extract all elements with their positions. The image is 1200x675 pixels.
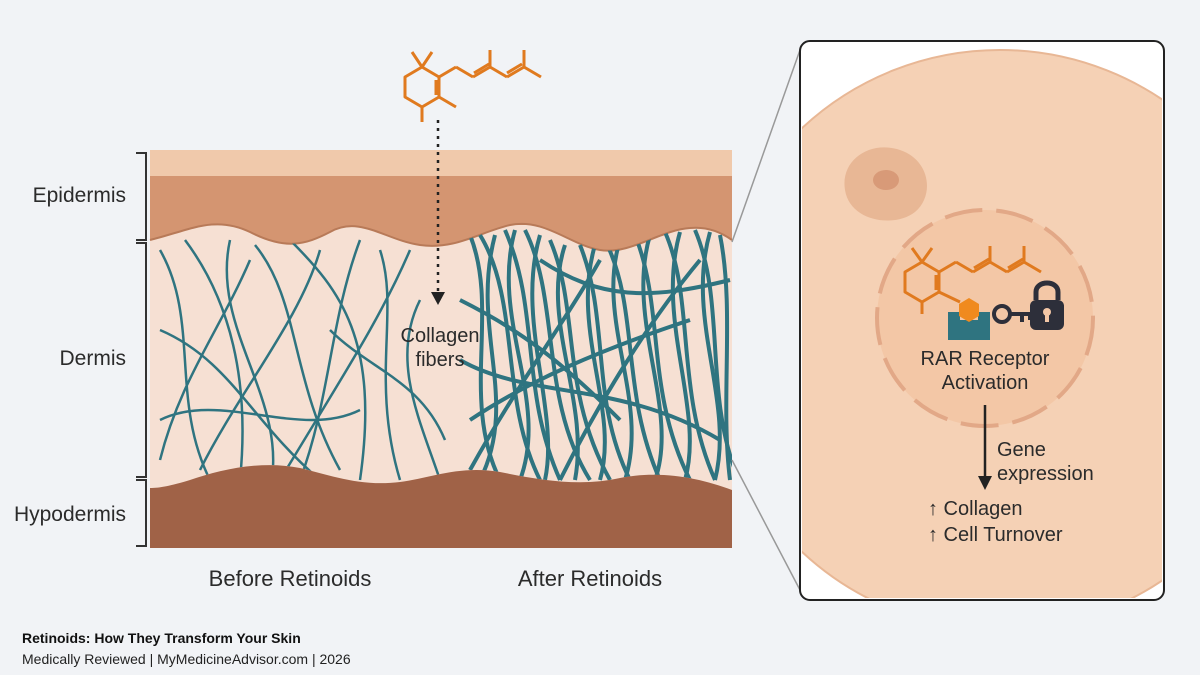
footer-title: Retinoids: How They Transform Your Skin <box>22 630 301 646</box>
dermis-top-line <box>149 222 733 252</box>
dermis-top-edge <box>150 223 732 251</box>
diffusion-arrowhead <box>431 292 445 305</box>
caption-before: Before Retinoids <box>208 566 372 591</box>
skin-cross-section <box>149 150 733 548</box>
zoom-connector-top <box>731 49 801 243</box>
receptor-label-line2: Activation <box>941 372 1029 394</box>
fibers-before <box>158 239 447 490</box>
cell-zoom-panel <box>799 40 1165 601</box>
label-epidermis: Epidermis <box>32 184 126 207</box>
label-hypodermis: Hypodermis <box>13 503 126 526</box>
collagen-annotation-line1: Collagen <box>400 325 480 347</box>
layer-brackets <box>136 152 147 547</box>
caption-after: After Retinoids <box>517 566 663 591</box>
zoom-connector-bottom <box>731 459 801 591</box>
gene-expression-arrowhead <box>978 476 992 490</box>
label-dermis: Dermis <box>59 347 127 370</box>
collagen-annotation-line2: fibers <box>415 349 465 371</box>
organelle-icon <box>844 147 927 221</box>
gene-expression-line1: Gene <box>997 439 1046 461</box>
fibers-after <box>459 229 732 482</box>
receptor-label-line1: RAR Receptor <box>920 348 1050 370</box>
hypodermis-layer <box>150 465 732 548</box>
padlock-icon <box>1030 280 1064 330</box>
retinoid-molecule-bound-icon <box>903 246 1042 314</box>
effect-collagen: ↑ Collagen <box>928 498 1023 520</box>
stratum-corneum <box>150 150 732 180</box>
effect-cell-turnover: ↑ Cell Turnover <box>928 524 1063 546</box>
gene-expression-label: Gene expression <box>997 438 1127 486</box>
gene-expression-line2: expression <box>997 463 1094 485</box>
footer-subtitle: Medically Reviewed | MyMedicineAdvisor.c… <box>22 651 351 667</box>
collagen-fibers <box>158 229 732 490</box>
receptor-icon <box>948 298 990 340</box>
collagen-annotation: Collagen fibers <box>385 324 495 372</box>
retinoid-molecule-icon <box>403 50 542 122</box>
receptor-label: RAR Receptor Activation <box>905 347 1065 395</box>
